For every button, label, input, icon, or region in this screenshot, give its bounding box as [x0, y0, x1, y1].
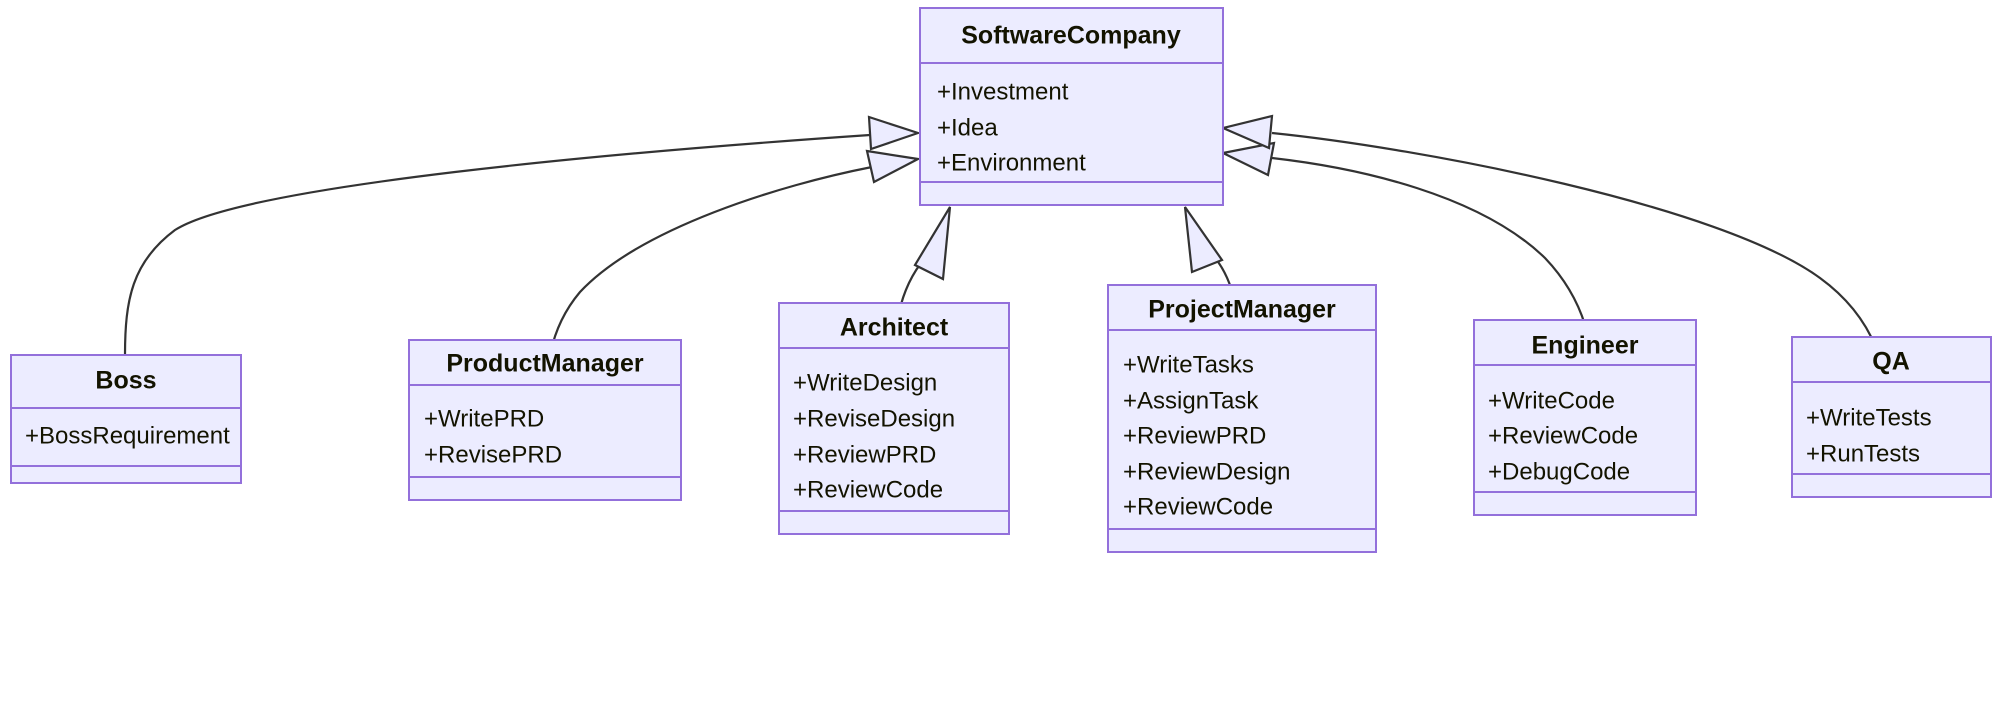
- class-box-methods-section: [1791, 473, 1992, 498]
- class-node-productmanager[interactable]: ProductManager +WritePRD +RevisePRD: [408, 339, 682, 501]
- inheritance-arrowhead: [913, 206, 952, 281]
- class-member: +Idea: [937, 114, 998, 141]
- class-title: Boss: [95, 367, 156, 395]
- class-node-architect[interactable]: Architect +WriteDesign +ReviseDesign +Re…: [778, 302, 1010, 535]
- class-member: +ReviewCode: [1488, 422, 1638, 449]
- class-node-engineer[interactable]: Engineer +WriteCode +ReviewCode +DebugCo…: [1473, 319, 1697, 516]
- inheritance-arrowhead: [1219, 114, 1274, 150]
- class-member: +RevisePRD: [424, 441, 562, 468]
- class-box: [919, 7, 1224, 206]
- class-member: +ReviseDesign: [793, 405, 955, 432]
- class-box-members-section: [1473, 364, 1697, 493]
- class-member: +AssignTask: [1123, 387, 1259, 414]
- class-title: Architect: [840, 314, 949, 342]
- class-box-methods-section: [778, 510, 1010, 535]
- class-node-qa[interactable]: QA +WriteTests +RunTests: [1791, 336, 1992, 498]
- class-member: +Environment: [937, 149, 1086, 176]
- class-box-title-section: [1107, 284, 1377, 331]
- class-box: [10, 354, 242, 484]
- class-member: +ReviewPRD: [1123, 422, 1266, 449]
- class-member: +Investment: [937, 78, 1069, 105]
- class-box-members-section: [408, 384, 682, 478]
- class-title: ProjectManager: [1148, 296, 1336, 324]
- inheritance-arrowhead: [1183, 206, 1224, 274]
- class-member: +ReviewCode: [1123, 493, 1273, 520]
- class-box-members-section: [778, 347, 1010, 512]
- inheritance-arrowhead: [865, 149, 922, 184]
- class-box-members-section: [1791, 381, 1992, 475]
- class-member: +BossRequirement: [25, 422, 230, 449]
- inheritance-arrowhead: [1219, 141, 1276, 177]
- class-member: +WriteDesign: [793, 369, 937, 396]
- class-box-title-section: [1791, 336, 1992, 383]
- class-member: +ReviewDesign: [1123, 458, 1290, 485]
- class-box-title-section: [778, 302, 1010, 349]
- class-node-softwarecompany[interactable]: SoftwareCompany +Investment +Idea +Envir…: [919, 7, 1224, 206]
- class-box-title-section: [1473, 319, 1697, 366]
- class-member: +DebugCode: [1488, 458, 1630, 485]
- inheritance-arrowhead: [867, 115, 922, 151]
- class-box-methods-section: [408, 476, 682, 501]
- class-title: Engineer: [1532, 332, 1639, 360]
- class-box-methods-section: [1107, 528, 1377, 553]
- class-member: +WriteCode: [1488, 387, 1615, 414]
- class-node-boss[interactable]: Boss +BossRequirement: [10, 354, 242, 484]
- class-member: +RunTests: [1806, 440, 1920, 467]
- class-member: +ReviewCode: [793, 476, 943, 503]
- class-node-projectmanager[interactable]: ProjectManager +WriteTasks +AssignTask +…: [1107, 284, 1377, 553]
- class-member: +WriteTasks: [1123, 351, 1254, 378]
- edge-boss-to-softwarecompany[interactable]: [123, 115, 922, 356]
- class-title: QA: [1872, 348, 1910, 376]
- class-member: +WriteTests: [1806, 404, 1932, 431]
- class-member: +WritePRD: [424, 405, 544, 432]
- class-title: SoftwareCompany: [961, 22, 1181, 50]
- class-box-methods-section: [1473, 491, 1697, 516]
- class-title: ProductManager: [446, 350, 644, 378]
- edge-line: [123, 133, 871, 356]
- class-box-members-section: [1107, 329, 1377, 530]
- class-member: +ReviewPRD: [793, 441, 936, 468]
